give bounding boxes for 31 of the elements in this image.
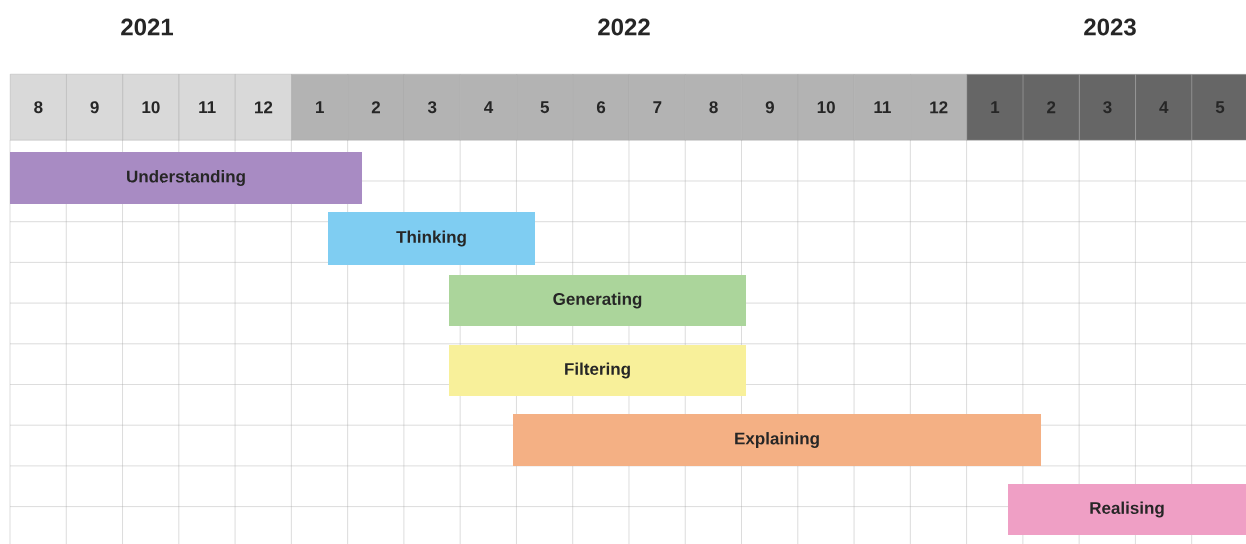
month-cell: 11 [178, 74, 236, 141]
month-cell: 4 [1135, 74, 1193, 141]
month-cell: 4 [460, 74, 517, 141]
month-cell: 1 [966, 74, 1024, 141]
month-cell: 2 [347, 74, 405, 141]
month-cell: 1 [291, 74, 349, 141]
month-cell: 10 [797, 74, 855, 141]
month-cell: 12 [235, 74, 292, 141]
month-cell: 10 [122, 74, 180, 141]
task-bar: Filtering [449, 345, 746, 396]
month-cell: 3 [1079, 74, 1136, 141]
task-bar: Explaining [513, 414, 1041, 466]
year-label: 2022 [598, 18, 650, 36]
month-cell: 8 [685, 74, 742, 141]
month-cell: 12 [910, 74, 967, 141]
task-bar: Generating [449, 275, 746, 326]
task-bar: Understanding [10, 152, 362, 204]
month-cell: 5 [516, 74, 574, 141]
month-cell: 9 [741, 74, 799, 141]
year-label: 2021 [121, 18, 173, 36]
task-bar: Thinking [328, 212, 535, 265]
month-cell: 9 [66, 74, 123, 141]
year-label: 2023 [1084, 18, 1136, 36]
month-cell: 6 [572, 74, 630, 141]
month-cell: 8 [10, 74, 67, 141]
month-cell: 5 [1191, 74, 1246, 141]
month-cell: 2 [1022, 74, 1080, 141]
month-cell: 11 [854, 74, 911, 141]
task-bar: Realising [1008, 484, 1246, 535]
month-cell: 7 [628, 74, 686, 141]
month-cell: 3 [403, 74, 461, 141]
